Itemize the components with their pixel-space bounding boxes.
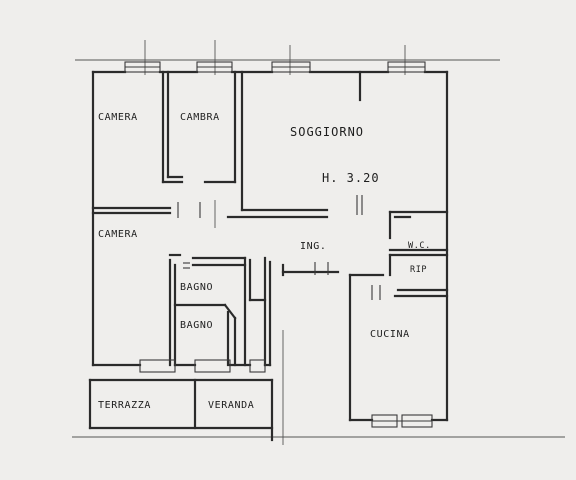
room-label-cucina: CUCINA <box>370 329 410 340</box>
room-label-soggiorno: SOGGIORNO <box>290 125 364 139</box>
exterior-walls <box>91 70 449 422</box>
room-label-camera-top: CAMERA <box>98 112 138 123</box>
room-label-wc: W.C. <box>408 241 431 251</box>
door-marks <box>177 195 381 300</box>
room-label-camera-left: CAMERA <box>98 229 138 240</box>
construction-lines <box>72 40 565 445</box>
windows-bottom <box>139 359 433 428</box>
room-label-terrazza: TERRAZZA <box>98 400 151 411</box>
room-label-bagno-2: BAGNO <box>180 320 213 331</box>
windows-top <box>124 61 426 73</box>
room-label-bagno-1: BAGNO <box>180 282 213 293</box>
interior-walls <box>91 70 449 367</box>
room-label-rip: RIP <box>410 265 427 275</box>
room-label-ingresso: ING. <box>300 241 326 252</box>
room-height-label: H. 3.20 <box>322 171 380 185</box>
terrace-outline <box>88 378 274 442</box>
room-label-veranda: VERANDA <box>208 400 254 411</box>
room-label-cambra: CAMBRA <box>180 112 220 123</box>
